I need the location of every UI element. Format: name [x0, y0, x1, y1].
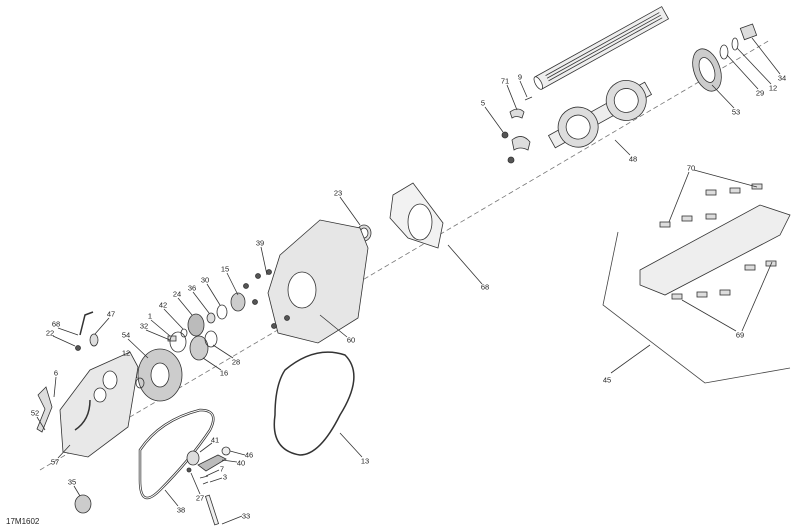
callout-5: 5	[480, 98, 486, 108]
callout-22: 22	[45, 328, 55, 338]
callout-70: 70	[686, 163, 696, 173]
callout-32: 32	[139, 321, 149, 331]
callout-53: 53	[731, 107, 741, 117]
drive-chain	[138, 408, 215, 500]
bearing-15	[230, 292, 246, 312]
callout-3: 3	[222, 472, 228, 482]
part-46	[221, 446, 231, 456]
cap	[739, 23, 758, 41]
callout-60: 60	[346, 335, 356, 345]
callout-52: 52	[30, 408, 40, 418]
callout-6: 6	[53, 368, 59, 378]
callout-28: 28	[231, 357, 241, 367]
ring-28	[204, 330, 218, 348]
callout-57: 57	[50, 457, 60, 467]
callout-12: 12	[768, 83, 778, 93]
circlip	[719, 44, 729, 60]
bracket	[36, 386, 53, 433]
ring-12	[135, 377, 145, 389]
callout-23: 23	[333, 188, 343, 198]
assembly-axis-line	[39, 39, 771, 471]
callout-33: 33	[241, 511, 251, 521]
callout-29: 29	[755, 88, 765, 98]
track-plate	[639, 204, 791, 296]
tensioner-40	[197, 454, 227, 472]
gasket-13	[273, 351, 355, 456]
callout-9: 9	[517, 72, 523, 82]
chaincase-housing	[267, 219, 369, 344]
callout-71: 71	[500, 76, 510, 86]
callout-1: 1	[147, 311, 153, 321]
tensioner-41	[186, 450, 200, 466]
callout-40: 40	[236, 458, 246, 468]
callout-68: 68	[51, 319, 61, 329]
callout-46: 46	[244, 450, 254, 460]
callout-24: 24	[172, 289, 182, 299]
callout-68: 68	[480, 282, 490, 292]
callout-69: 69	[735, 330, 745, 340]
rod-33	[204, 494, 220, 526]
bolt-1	[167, 335, 177, 342]
gear-24	[187, 313, 205, 337]
callout-41: 41	[210, 435, 220, 445]
callout-35: 35	[67, 477, 77, 487]
drive-shaft	[533, 6, 670, 90]
sprocket-axle	[547, 80, 653, 149]
spacer-36	[206, 312, 216, 324]
callout-34: 34	[777, 73, 787, 83]
callout-45: 45	[602, 375, 612, 385]
callout-54: 54	[121, 330, 131, 340]
callout-38: 38	[176, 505, 186, 515]
callout-39: 39	[255, 238, 265, 248]
callout-13: 13	[360, 456, 370, 466]
callout-27: 27	[195, 493, 205, 503]
callout-42: 42	[158, 300, 168, 310]
ring-32	[169, 331, 187, 353]
chaincase-cover	[59, 351, 139, 458]
drawing-code: 17M1602	[6, 517, 40, 526]
oil-filter	[74, 494, 92, 514]
callout-48: 48	[628, 154, 638, 164]
callout-7: 7	[219, 464, 225, 474]
ring	[731, 37, 739, 51]
callout-12: 12	[121, 348, 131, 358]
callout-36: 36	[187, 283, 197, 293]
bearing-16	[189, 335, 209, 361]
callout-16: 16	[219, 368, 229, 378]
ring-30	[216, 304, 228, 320]
callout-30: 30	[200, 275, 210, 285]
callout-15: 15	[220, 264, 230, 274]
callout-47: 47	[106, 309, 116, 319]
